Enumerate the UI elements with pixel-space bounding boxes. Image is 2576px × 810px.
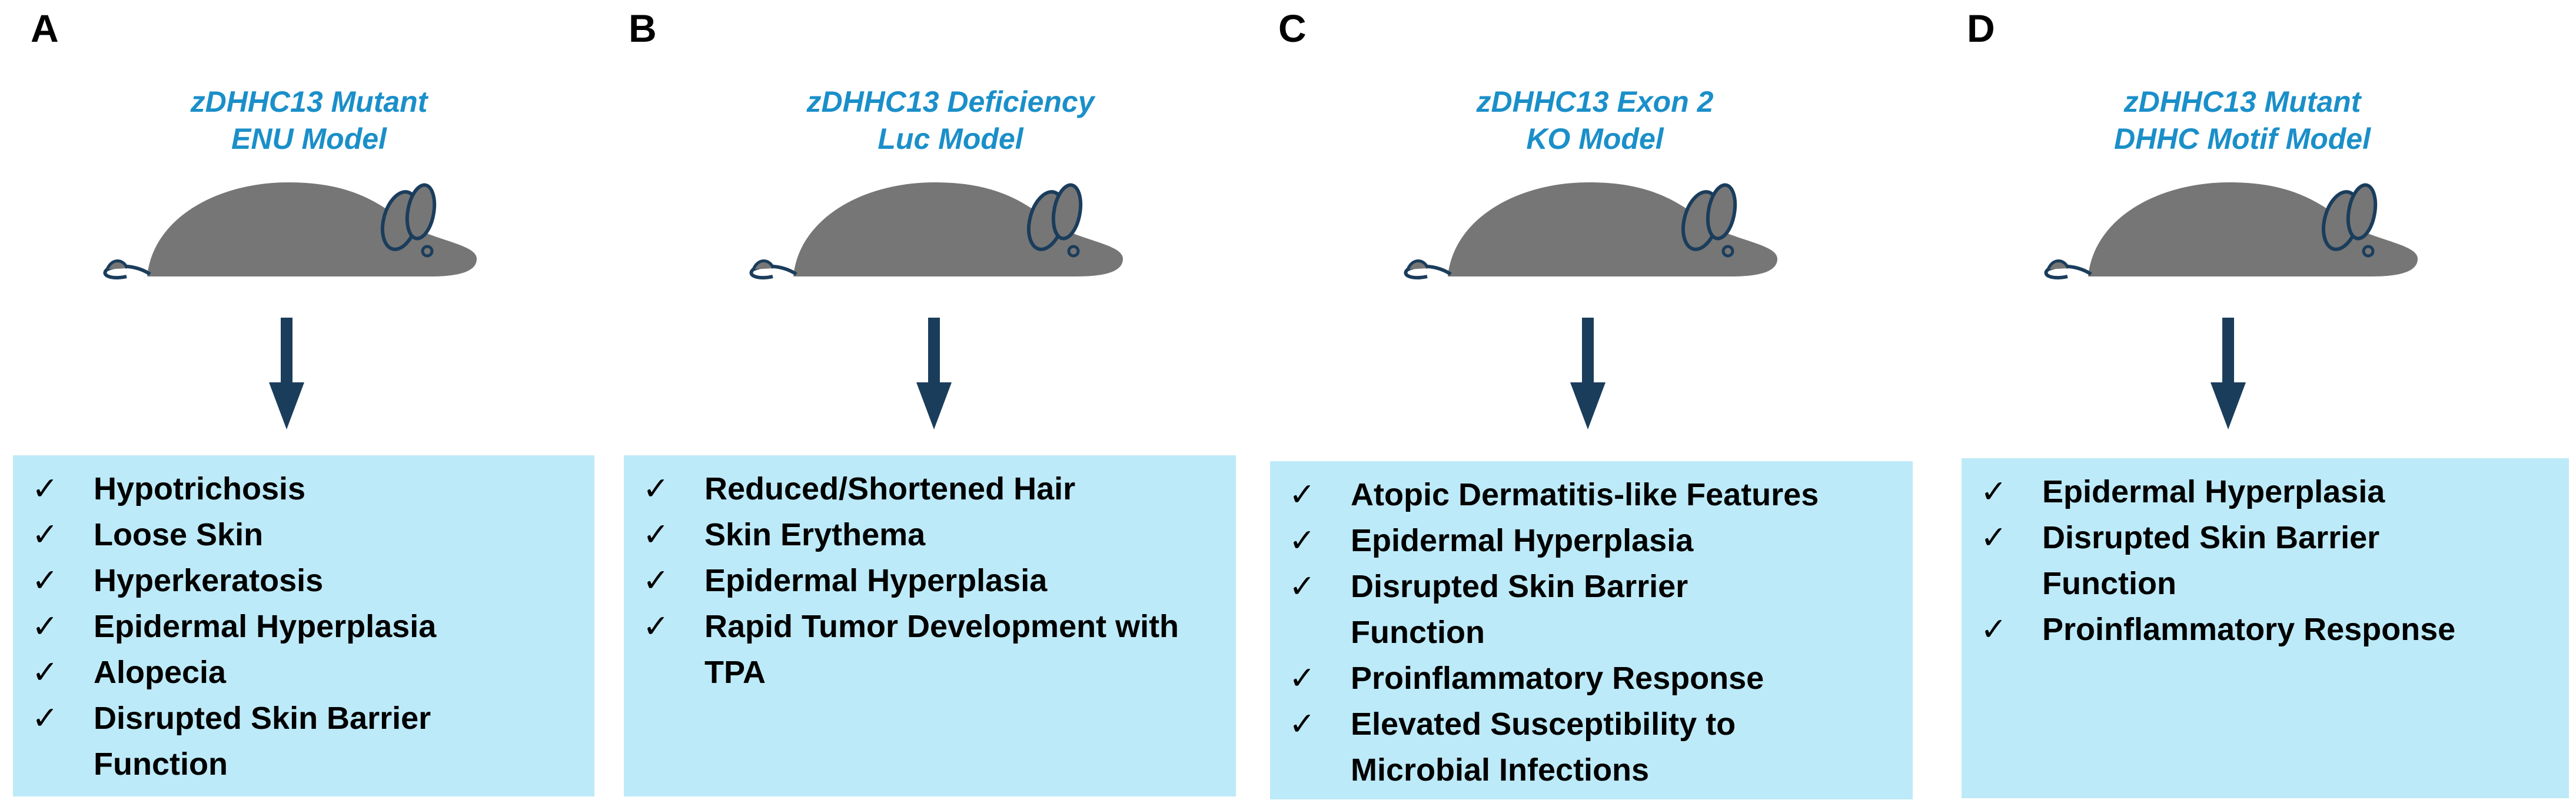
phenotype-text: Reduced/Shortened Hair bbox=[704, 471, 1076, 506]
phenotype-item: ✓ Hypotrichosis bbox=[13, 466, 594, 512]
panel-letter: A bbox=[31, 6, 59, 50]
phenotype-box: ✓ Epidermal Hyperplasia ✓ Disrupted Skin B… bbox=[1962, 458, 2569, 798]
check-icon: ✓ bbox=[1289, 659, 1316, 696]
phenotype-text: Rapid Tumor Development with TPA bbox=[704, 609, 1179, 690]
phenotype-text: Loose Skin bbox=[94, 517, 264, 552]
check-icon: ✓ bbox=[32, 699, 59, 736]
model-title-line2: Luc Model bbox=[877, 122, 1023, 155]
check-icon: ✓ bbox=[32, 608, 59, 645]
model-title-line1: zDHHC13 Exon 2 bbox=[1476, 85, 1714, 118]
phenotype-item: ✓ Hyperkeratosis bbox=[13, 558, 594, 604]
phenotype-item: ✓ Epidermal Hyperplasia bbox=[624, 558, 1236, 604]
phenotype-item: ✓ Skin Erythema bbox=[624, 512, 1236, 558]
phenotype-item: ✓ Disrupted Skin Barrier Function bbox=[1270, 564, 1913, 655]
model-title-line1: zDHHC13 Deficiency bbox=[806, 85, 1095, 118]
panel-b: B zDHHC13 Deficiency Luc Model ✓ Reduced/… bbox=[600, 0, 1242, 810]
down-arrow-icon bbox=[2211, 318, 2246, 429]
phenotype-text: Skin Erythema bbox=[704, 517, 926, 552]
phenotype-text: Epidermal Hyperplasia bbox=[2042, 474, 2385, 509]
phenotype-item: ✓ Epidermal Hyperplasia bbox=[13, 604, 594, 649]
mouse-icon bbox=[1404, 182, 1777, 280]
check-icon: ✓ bbox=[32, 516, 59, 553]
down-arrow-icon bbox=[1570, 318, 1606, 429]
mouse-icon bbox=[103, 182, 477, 280]
phenotype-text: Hyperkeratosis bbox=[94, 563, 324, 598]
phenotype-item: ✓ Rapid Tumor Development with TPA bbox=[624, 604, 1236, 695]
phenotype-text: Disrupted Skin Barrier Function bbox=[1351, 569, 1688, 650]
phenotype-item: ✓ Loose Skin bbox=[13, 512, 594, 558]
phenotype-item: ✓ Proinflammatory Response bbox=[1962, 606, 2569, 652]
check-icon: ✓ bbox=[1289, 476, 1316, 513]
phenotype-text: Proinflammatory Response bbox=[2042, 612, 2456, 647]
phenotype-item: ✓ Reduced/Shortened Hair bbox=[624, 466, 1236, 512]
phenotype-text: Hypotrichosis bbox=[94, 471, 306, 506]
phenotype-text: Elevated Susceptibility to Microbial Inf… bbox=[1351, 706, 1736, 788]
panel-c: C zDHHC13 Exon 2 KO Model ✓ Atopic Dermat… bbox=[1242, 0, 1919, 810]
down-arrow-icon bbox=[916, 318, 952, 429]
phenotype-item: ✓ Epidermal Hyperplasia bbox=[1270, 518, 1913, 564]
panel-letter: C bbox=[1278, 6, 1307, 50]
check-icon: ✓ bbox=[1289, 522, 1316, 559]
check-icon: ✓ bbox=[1289, 705, 1316, 742]
panel-d: D zDHHC13 Mutant DHHC Motif Model ✓ Epide… bbox=[1919, 0, 2576, 810]
mouse-icon bbox=[2044, 182, 2418, 280]
check-icon: ✓ bbox=[1980, 519, 2007, 556]
panel-letter: D bbox=[1967, 6, 1995, 50]
phenotype-item: ✓ Epidermal Hyperplasia bbox=[1962, 469, 2569, 515]
phenotype-item: ✓ Proinflammatory Response bbox=[1270, 655, 1913, 701]
check-icon: ✓ bbox=[1980, 611, 2007, 648]
check-icon: ✓ bbox=[643, 608, 670, 645]
check-icon: ✓ bbox=[32, 562, 59, 599]
model-title: zDHHC13 Exon 2 KO Model bbox=[1307, 84, 1883, 158]
phenotype-item: ✓ Disrupted Skin Barrier Function bbox=[1962, 515, 2569, 606]
model-title-line2: ENU Model bbox=[231, 122, 387, 155]
check-icon: ✓ bbox=[32, 654, 59, 691]
phenotype-item: ✓ Elevated Susceptibility to Microbial In… bbox=[1270, 701, 1913, 793]
panel-letter: B bbox=[629, 6, 657, 50]
model-title: zDHHC13 Mutant DHHC Motif Model bbox=[1966, 84, 2519, 158]
phenotype-box: ✓ Hypotrichosis ✓ Loose Skin ✓ Hyperkeratos… bbox=[13, 455, 594, 796]
model-title-line1: zDHHC13 Mutant bbox=[190, 85, 428, 118]
phenotype-item: ✓ Alopecia bbox=[13, 649, 594, 695]
phenotype-box: ✓ Atopic Dermatitis-like Features ✓ Epider… bbox=[1270, 461, 1913, 799]
phenotype-text: Disrupted Skin Barrier Function bbox=[94, 701, 431, 782]
check-icon: ✓ bbox=[1980, 473, 2007, 510]
check-icon: ✓ bbox=[1289, 568, 1316, 605]
down-arrow-icon bbox=[269, 318, 304, 429]
model-title: zDHHC13 Mutant ENU Model bbox=[65, 84, 553, 158]
phenotype-item: ✓ Disrupted Skin Barrier Function bbox=[13, 695, 594, 787]
phenotype-box: ✓ Reduced/Shortened Hair ✓ Skin Erythema ✓… bbox=[624, 455, 1236, 796]
phenotype-text: Epidermal Hyperplasia bbox=[1351, 523, 1694, 558]
model-title-line2: KO Model bbox=[1526, 122, 1664, 155]
panel-a: A zDHHC13 Mutant ENU Model ✓ Hypotrichosi… bbox=[0, 0, 600, 810]
phenotype-text: Atopic Dermatitis-like Features bbox=[1351, 477, 1819, 512]
check-icon: ✓ bbox=[643, 516, 670, 553]
phenotype-text: Epidermal Hyperplasia bbox=[704, 563, 1048, 598]
phenotype-item: ✓ Atopic Dermatitis-like Features bbox=[1270, 472, 1913, 518]
model-title-line1: zDHHC13 Mutant bbox=[2123, 85, 2361, 118]
phenotype-text: Alopecia bbox=[94, 655, 227, 690]
phenotype-text: Epidermal Hyperplasia bbox=[94, 609, 437, 644]
check-icon: ✓ bbox=[643, 562, 670, 599]
model-title-line2: DHHC Motif Model bbox=[2113, 122, 2371, 155]
model-title: zDHHC13 Deficiency Luc Model bbox=[683, 84, 1218, 158]
phenotype-text: Disrupted Skin Barrier Function bbox=[2042, 520, 2380, 601]
phenotype-text: Proinflammatory Response bbox=[1351, 661, 1764, 696]
check-icon: ✓ bbox=[32, 470, 59, 507]
mouse-icon bbox=[749, 182, 1123, 280]
check-icon: ✓ bbox=[643, 470, 670, 507]
